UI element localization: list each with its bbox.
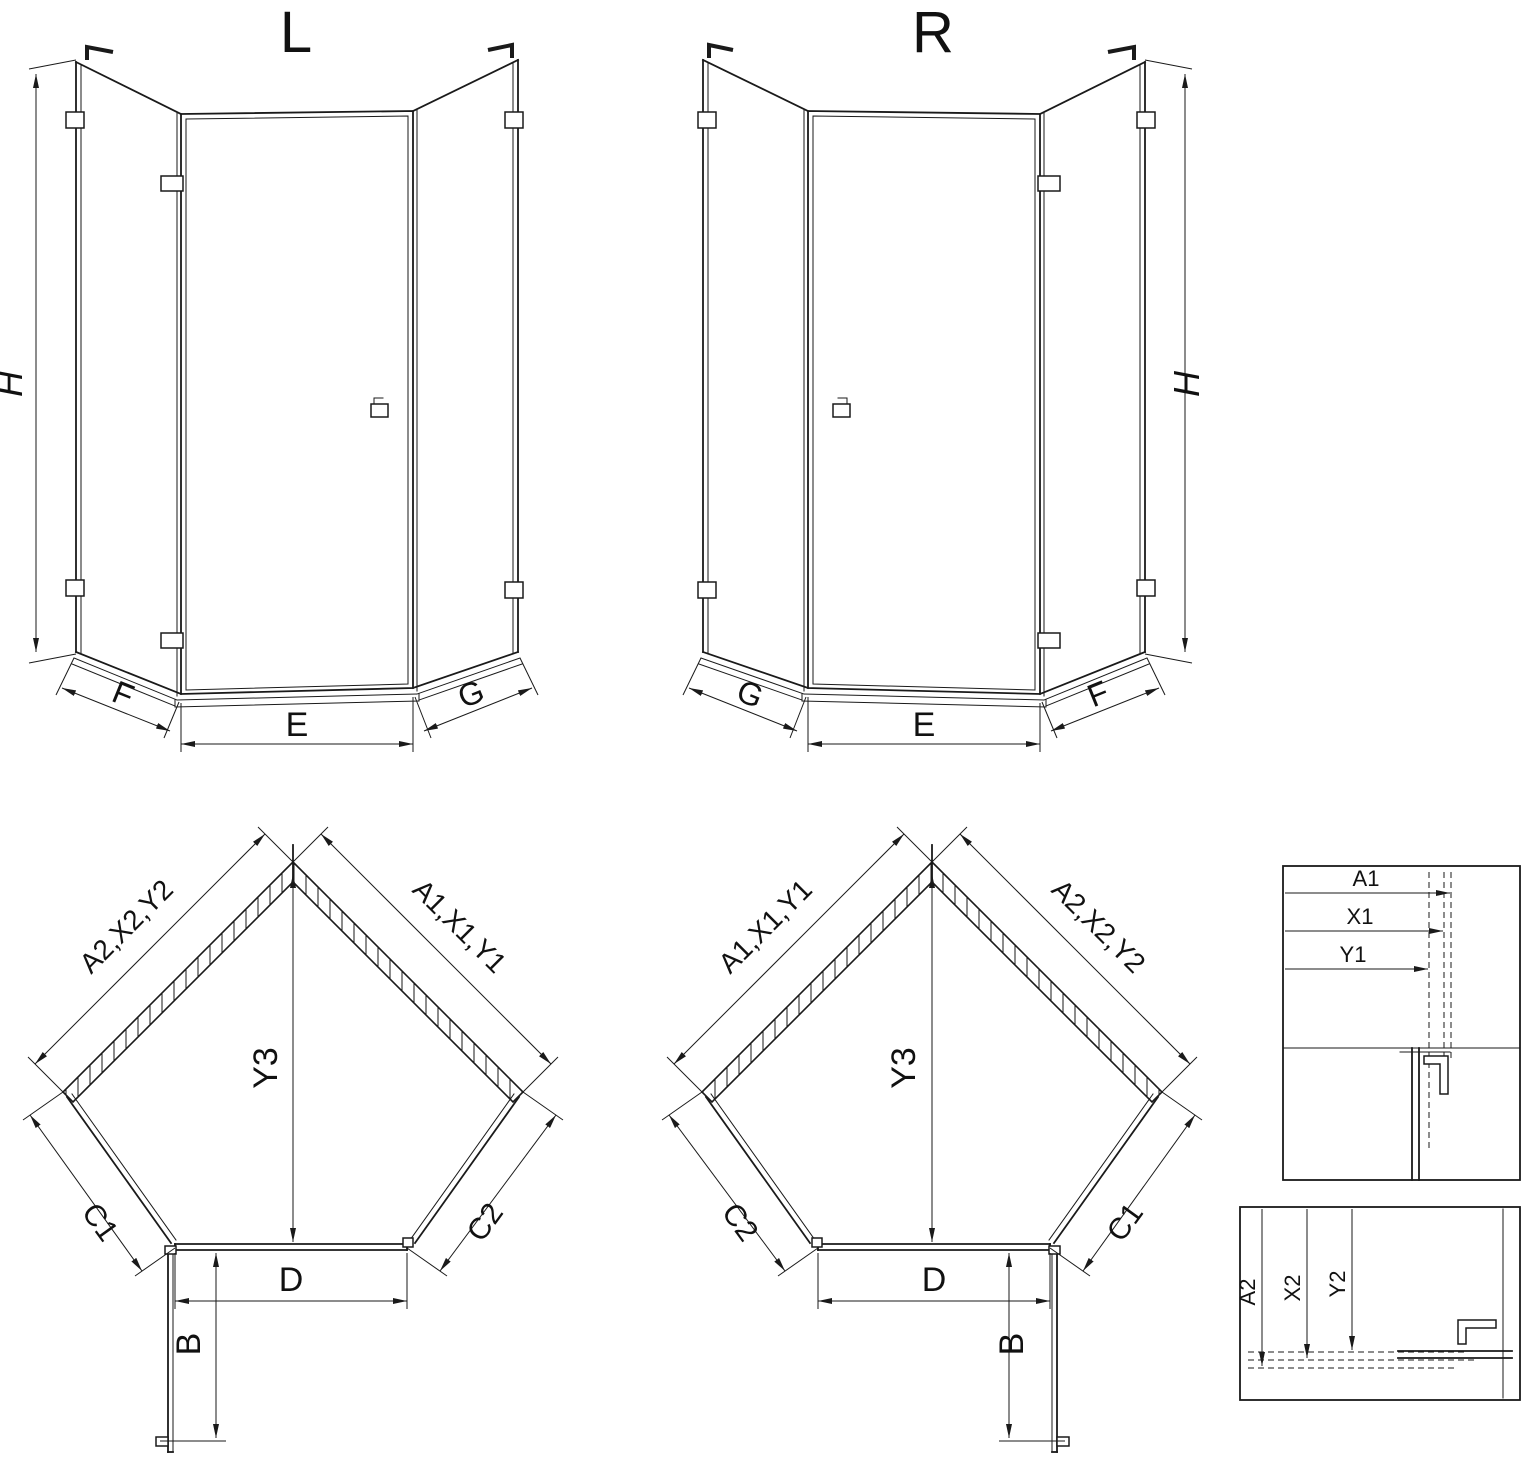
elevation-left-title: L: [280, 0, 312, 65]
detail-top-frame: [1282, 865, 1521, 1181]
dim-label-height-left: H: [0, 370, 30, 397]
dim-label-b-r: B: [993, 1333, 1031, 1356]
dim-label-height-right: H: [1166, 370, 1207, 397]
profile-section-bottom: [1397, 1208, 1513, 1399]
detail-bottom-frame: [1239, 1206, 1521, 1401]
detail-top-view: A1 X1 Y1: [1282, 865, 1521, 1181]
dim-label-e-right: E: [913, 706, 936, 744]
detail-top-label-y1: Y1: [1340, 942, 1367, 967]
detail-bottom-label-a2: A2: [1235, 1279, 1260, 1306]
detail-bottom-label-x2: X2: [1280, 1275, 1305, 1302]
dim-label-y3-l: Y3: [247, 1047, 285, 1089]
detail-bottom-label-y2: Y2: [1325, 1271, 1350, 1298]
detail-top-dims: [1285, 890, 1450, 972]
profile-section-top: [1399, 1047, 1451, 1181]
dim-label-d-r: D: [922, 1261, 947, 1299]
detail-top-label-x1: X1: [1347, 904, 1374, 929]
dim-label-b-l: B: [170, 1333, 208, 1356]
detail-bottom-dims: [1259, 1209, 1355, 1366]
detail-top-label-a1: A1: [1353, 866, 1380, 891]
detail-bottom-view: A2 X2 Y2: [1235, 1206, 1521, 1401]
dim-label-e-left: E: [286, 706, 309, 744]
elevation-right-view: R H G E F: [683, 0, 1207, 752]
dim-label-y3-r: Y3: [885, 1047, 923, 1089]
elevation-right-title: R: [912, 0, 954, 65]
dim-label-d-l: D: [279, 1261, 304, 1299]
